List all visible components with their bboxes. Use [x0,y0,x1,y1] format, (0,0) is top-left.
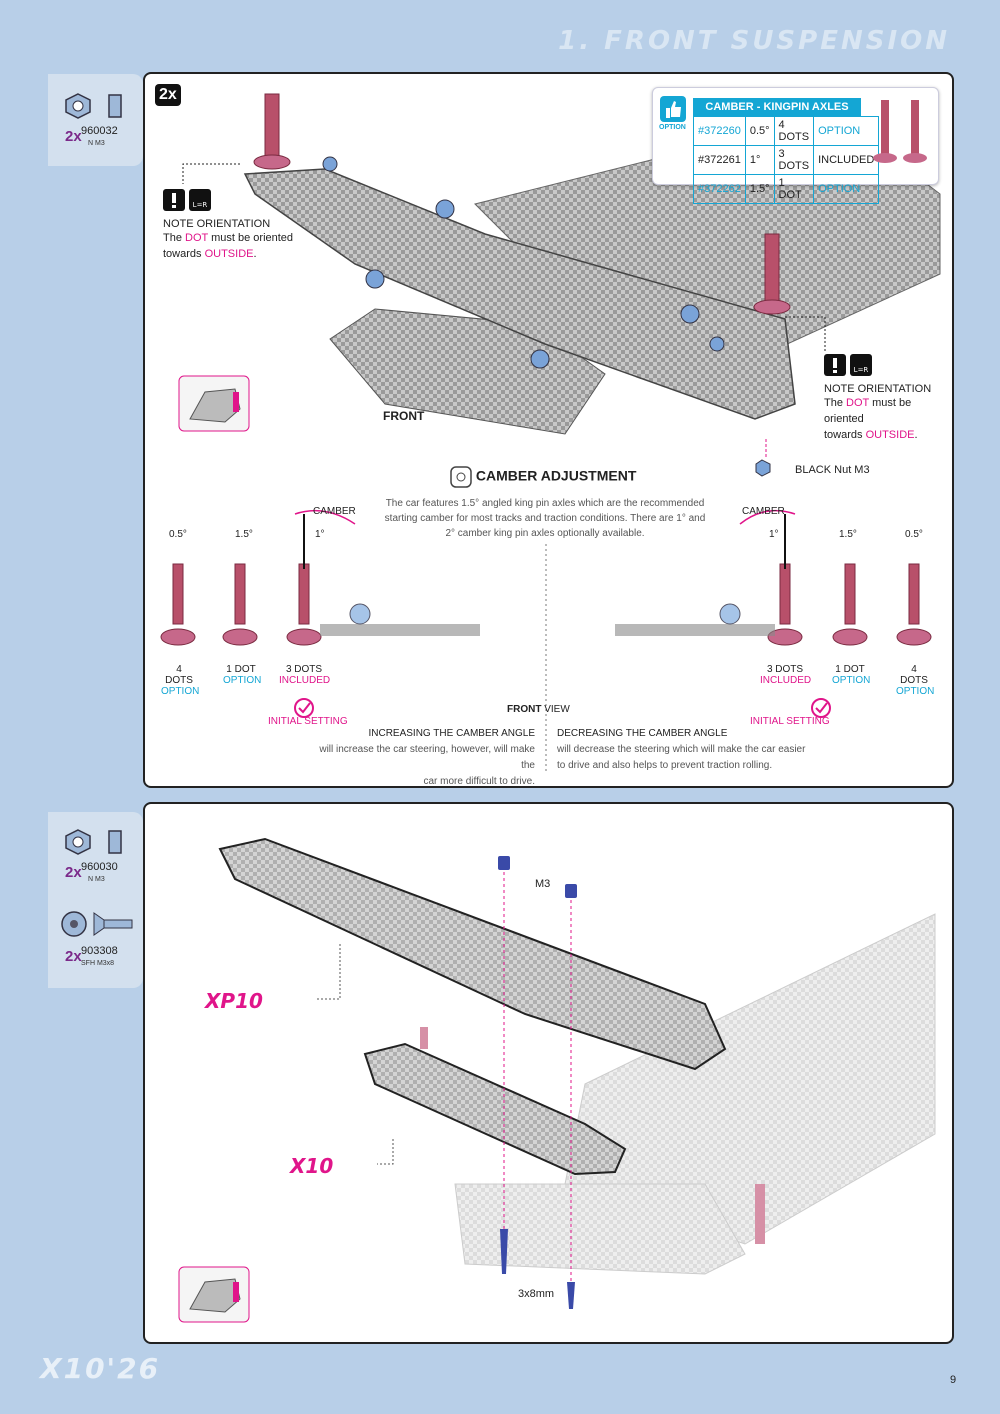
kingpin-group-right [615,509,932,646]
nut-icon [65,93,122,119]
note-text-2: towards OUTSIDE. [163,248,257,260]
front-suspension-illustration [160,93,941,774]
x10-label: X10 [290,1154,334,1178]
note-orientation-left: L=R NOTE ORIENTATION The DOT must be ori… [163,189,293,262]
parts-qty: 2x [65,128,82,145]
front-view-label: FRONT VIEW [507,704,570,715]
angle-label: 0.5° [905,529,923,540]
xp10-label: XP10 [205,989,263,1013]
angle-label: 1.5° [839,529,857,540]
note-title: NOTE ORIENTATION [824,383,932,395]
parts-code: 960032 [81,125,118,137]
decreasing-camber-note: DECREASING THE CAMBER ANGLE will decreas… [557,728,806,771]
settings-icon [450,466,472,488]
kingpin-axle-icon [873,100,927,163]
front-label: FRONT [383,409,425,423]
parts-code: 960030 [81,861,118,873]
nut-icon [65,829,122,855]
black-nut-label: BLACK Nut M3 [795,464,870,476]
svg-text:L=R: L=R [193,201,208,209]
m3-label: M3 [535,878,551,890]
initial-setting-left: INITIAL SETTING [268,716,348,727]
parts-qty: 2x [65,864,82,881]
parts-box-1: 2x 960032 N M3 [48,74,143,166]
attention-icon: L=R [163,189,211,211]
camber-description: The car features 1.5° angled king pin ax… [384,498,706,539]
table-title: CAMBER - KINGPIN AXLES [693,98,861,116]
parts-code: 903308 [81,945,118,957]
angle-label: 1.5° [235,529,253,540]
angle-label: 1° [315,529,325,540]
quantity-badge: 2x [155,84,181,106]
svg-text:L=R: L=R [854,366,869,374]
note-text: The DOT must be oriented [824,397,912,425]
camber-word-right: CAMBER [742,506,785,517]
camber-title: CAMBER ADJUSTMENT [450,466,636,488]
initial-setting-right: INITIAL SETTING [750,716,830,727]
step-panel-2: M3 3x8mm XP10 X10 [143,802,954,1344]
parts-qty: 2x [65,948,82,965]
camber-word-left: CAMBER [313,506,356,517]
note-title: NOTE ORIENTATION [163,218,271,230]
note-text-2: towards OUTSIDE. [824,429,918,441]
screw-icon [61,911,133,937]
thumbs-up-icon [660,96,686,122]
attention-icon: L=R [824,354,872,376]
screw-size-label: 3x8mm [518,1288,555,1300]
parts-desc: SFH M3x8 [81,960,115,967]
parts-desc: N M3 [88,876,105,883]
brand-logo: X10'26 [40,1352,161,1385]
note-text: The DOT must be oriented [163,232,294,244]
page-title: 1. FRONT SUSPENSION [558,26,950,56]
increasing-camber-note: INCREASING THE CAMBER ANGLE will increas… [319,728,535,787]
step-panel-1: 2x [143,72,954,788]
chassis-plate-illustration [178,837,936,1323]
parts-desc: N M3 [88,140,105,147]
parts-box-2: 2x 960030 N M3 2x 903308 SFH M3x8 [48,812,143,988]
kingpin-group-left [160,509,480,646]
note-orientation-right: L=R NOTE ORIENTATION The DOT must be ori… [824,354,952,443]
angle-label: 0.5° [169,529,187,540]
page-number: 9 [950,1374,957,1386]
option-label: OPTION [659,124,686,131]
angle-label: 1° [769,529,779,540]
